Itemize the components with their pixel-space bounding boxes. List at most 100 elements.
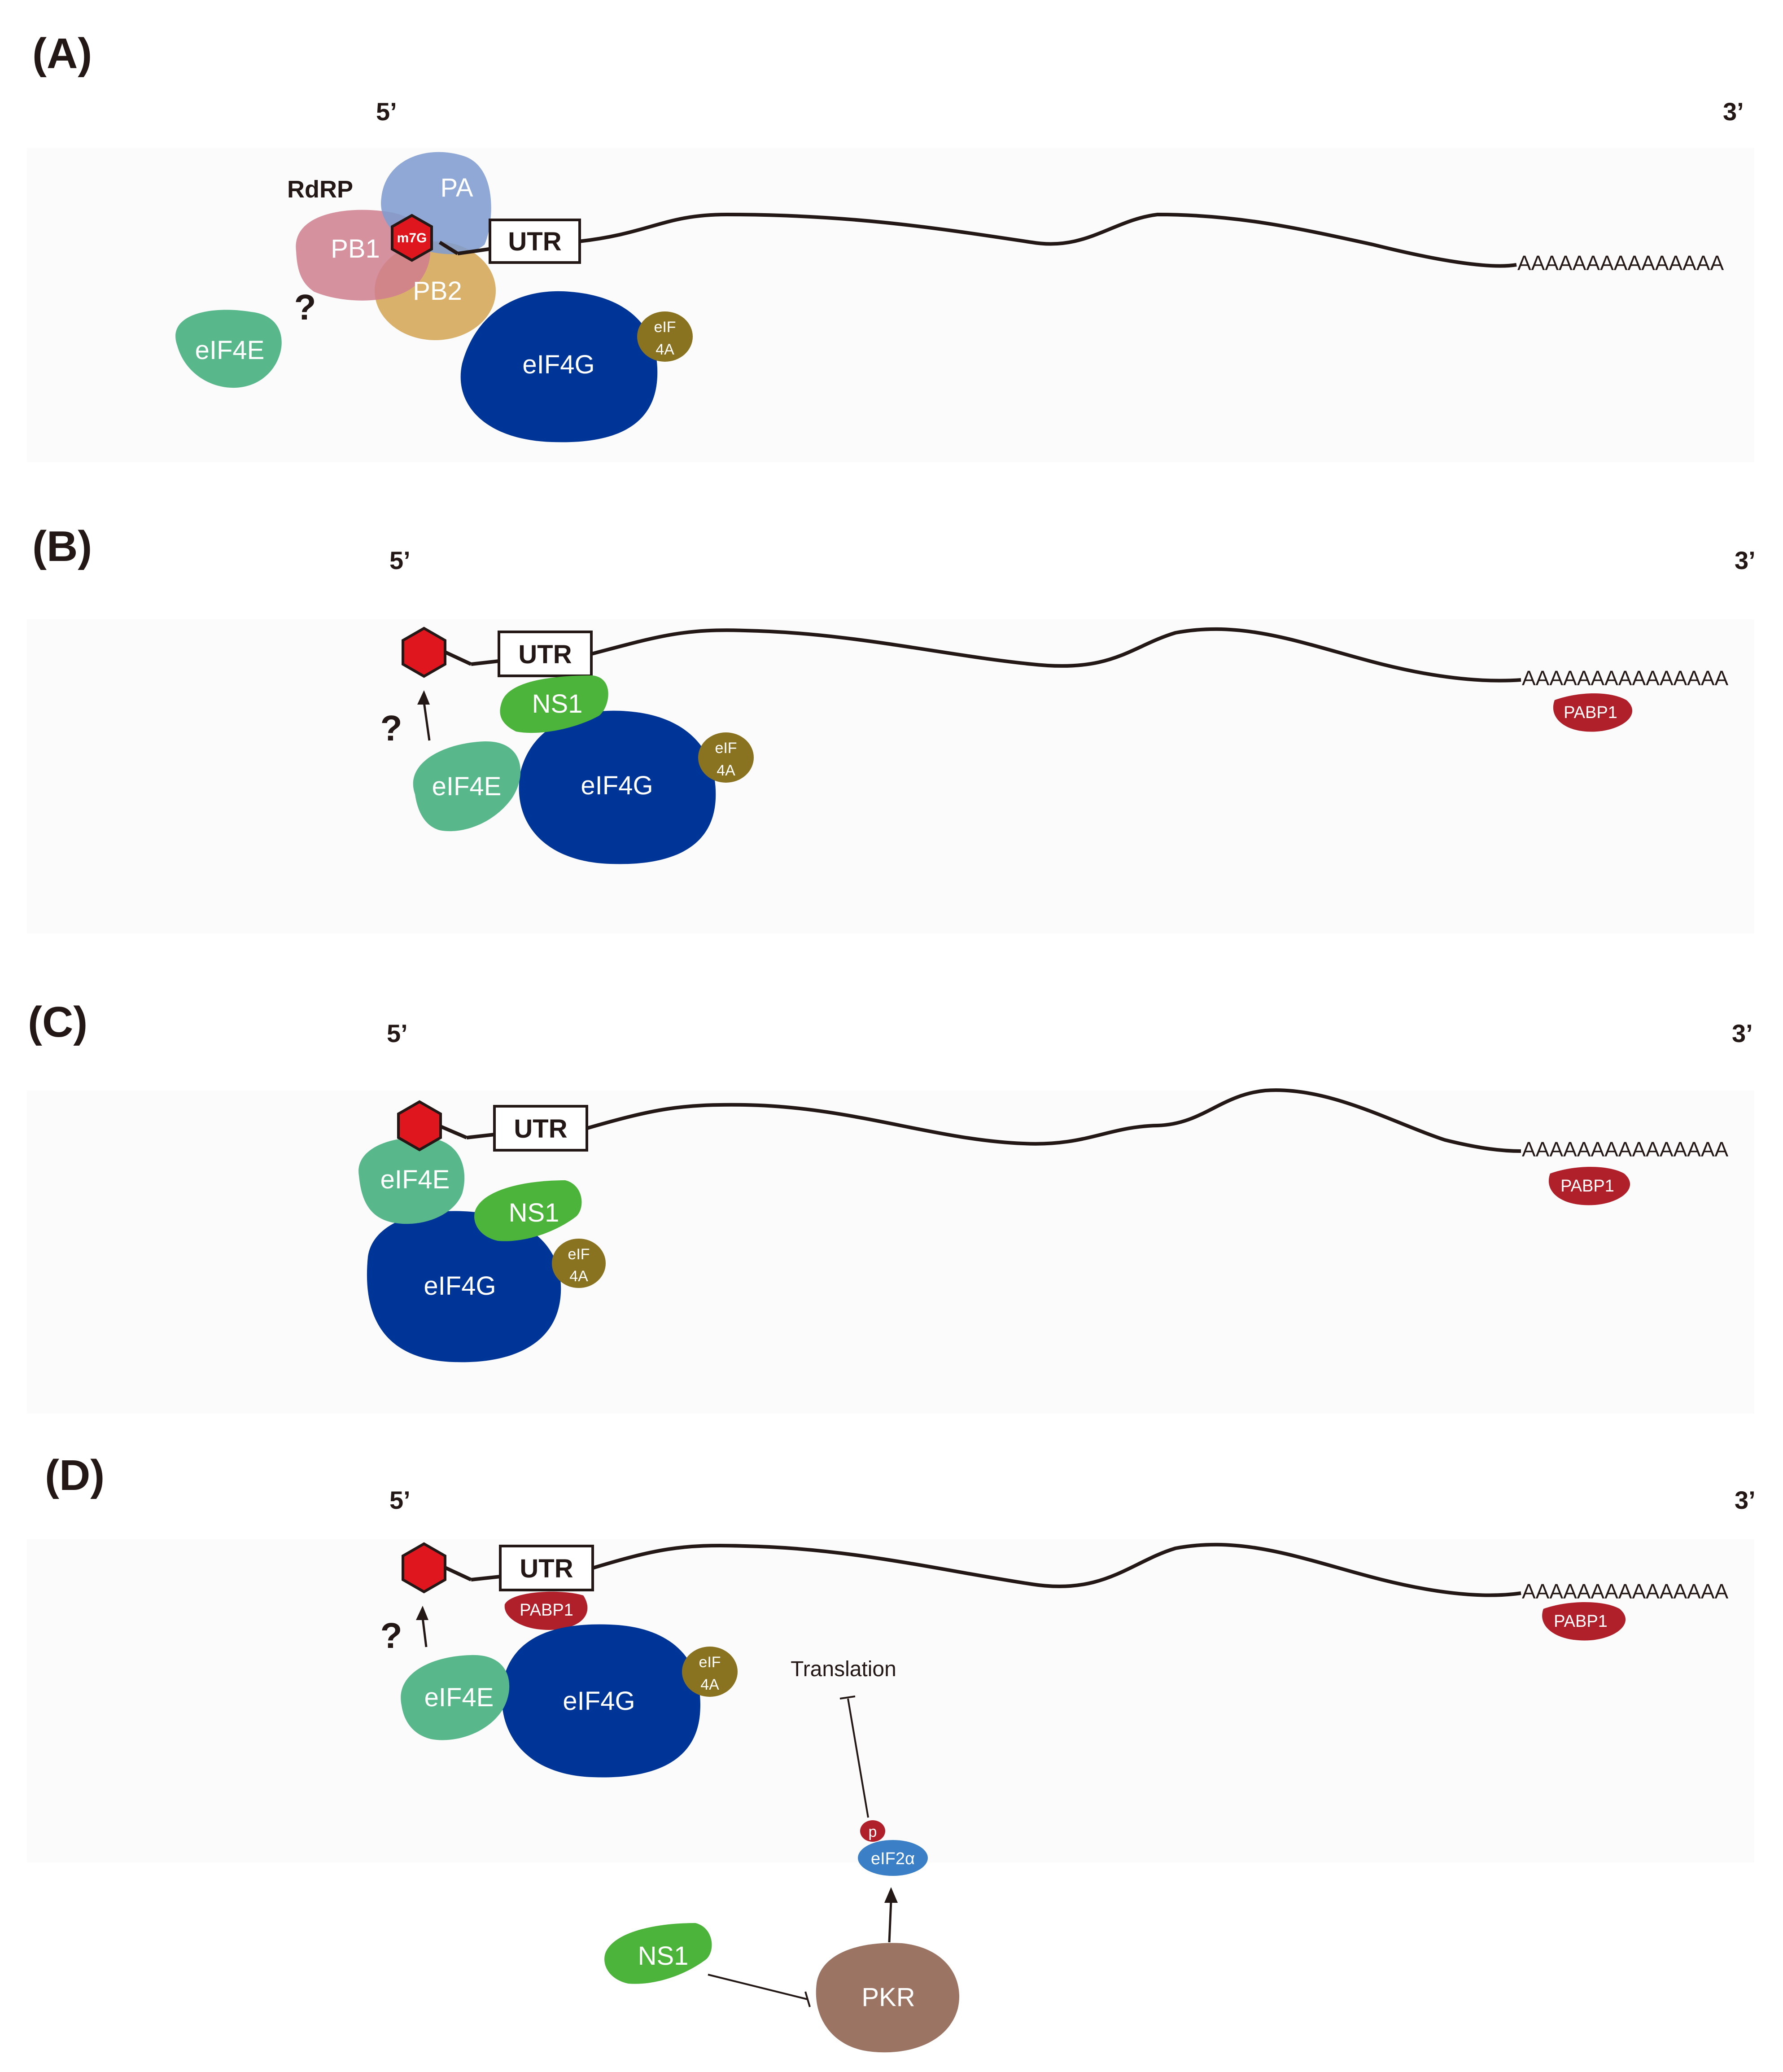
panel-d-eif4e-shape: [401, 1655, 510, 1740]
panel-c-utr-label: UTR: [514, 1114, 567, 1143]
panel-a-five-prime: 5’: [376, 97, 397, 126]
panel-a-rdrp-label: RdRP: [287, 176, 353, 203]
panel-a-m7g-cap-icon: [391, 214, 433, 262]
panel-a-pb2-label: PB2: [413, 276, 462, 306]
panel-c-five-prime: 5’: [387, 1019, 408, 1047]
panel-a-m7g-label: m7G: [397, 231, 427, 245]
panel-d-eif2a-shape: [858, 1840, 928, 1876]
panel-a-eif4e-shape: [175, 310, 282, 388]
panel-a-label: (A): [32, 30, 92, 78]
panel-b-mrna-strand: [589, 627, 1521, 683]
panel-b: (B) 5’ 3’ AAAAAAAAAAAAAAA PABP1 UTR ? eI…: [32, 522, 1756, 864]
panel-d-question-mark: ?: [380, 1616, 402, 1656]
panel-d-label: (D): [45, 1451, 105, 1499]
panel-c-eif4a-label-line2: 4A: [569, 1268, 588, 1285]
panel-b-eif4a-shape: [698, 732, 754, 783]
panel-b-cap-link: [444, 650, 472, 666]
panel-b-eif4a-label-line2: 4A: [717, 762, 735, 779]
panel-a-utr-box: [489, 219, 581, 264]
panel-a-utr-label: UTR: [508, 227, 561, 256]
panel-d-translation-label: Translation: [791, 1657, 896, 1681]
panel-a-pb1-label: PB1: [331, 234, 380, 263]
panel-d-arrowhead-icon: [416, 1606, 428, 1620]
panel-b-pabp1-label: PABP1: [1564, 703, 1617, 722]
panel-d-ns1-shape: [604, 1923, 712, 1984]
panel-a-cap-link: [438, 241, 459, 255]
panel-c-utr-box: [493, 1105, 588, 1152]
panel-d-eif4a-label-line2: 4A: [700, 1676, 719, 1693]
panel-b-cap-icon: [402, 626, 446, 678]
panel-b-ns1-label: NS1: [532, 689, 583, 718]
panel-a-eif4g-label: eIF4G: [522, 350, 594, 379]
panel-a-mrna-strand: [578, 212, 1517, 268]
panel-d-phospho-shape: [860, 1820, 885, 1842]
panel-b-pabp1-shape: [1553, 693, 1633, 732]
panel-c-mrna-strand: [585, 1088, 1521, 1153]
panel-c-polya-tail: AAAAAAAAAAAAAAA: [1522, 1138, 1729, 1161]
panel-b-polya-tail: AAAAAAAAAAAAAAA: [1522, 666, 1729, 690]
panel-c-pabp1-label: PABP1: [1560, 1177, 1614, 1196]
panel-c-cap-link: [440, 1125, 468, 1139]
panel-d-five-prime: 5’: [389, 1486, 411, 1514]
panel-a-background: [27, 148, 1754, 462]
panel-c-eif4a-label-line1: eIF: [568, 1246, 590, 1263]
panel-d-polya-tail: AAAAAAAAAAAAAAA: [1522, 1580, 1729, 1603]
panel-d-eif4g-shape: [502, 1624, 700, 1778]
panel-a-utr-link: [457, 247, 489, 255]
panel-d-cap-link: [444, 1566, 472, 1581]
panel-d-pkr-shape: [816, 1943, 960, 2053]
panel-c-background: [27, 1091, 1754, 1414]
panel-d-utr-link: [471, 1575, 501, 1581]
panel-a-eif4g-shape: [460, 291, 658, 442]
panel-a-three-prime: 3’: [1723, 97, 1744, 126]
panel-c-eif4e-shape: [358, 1137, 465, 1224]
panel-d-eif4a-shape: [682, 1647, 738, 1697]
panel-a-eif4a-shape: [637, 311, 693, 362]
panel-d-eif4e-label: eIF4E: [424, 1683, 494, 1712]
panel-a-eif4e-label: eIF4E: [195, 336, 265, 365]
panel-c-label: (C): [28, 998, 87, 1046]
panel-c-pabp1-shape: [1548, 1167, 1630, 1205]
panel-d-pkr-label: PKR: [861, 1983, 915, 2012]
panel-d-background: [27, 1539, 1754, 1862]
panel-c-three-prime: 3’: [1732, 1019, 1753, 1047]
panel-c-eif4e-label: eIF4E: [380, 1165, 450, 1194]
panel-b-eif4g-shape: [519, 710, 716, 864]
panel-c-utr-link: [466, 1133, 495, 1139]
panel-d-pkr-arrow: [888, 1900, 892, 1943]
panel-d-mrna-strand: [590, 1542, 1521, 1597]
panel-c-ns1-label: NS1: [509, 1198, 559, 1227]
panel-c: (C) 5’ 3’ AAAAAAAAAAAAAAA PABP1 eIF4G eI…: [28, 998, 1753, 1362]
panel-b-utr-link: [471, 659, 499, 666]
panel-d-translation-inhibition-line: [847, 1698, 869, 1818]
panel-d-pabp1-cap-shape: [504, 1591, 588, 1630]
panel-d-pabp1-tail-shape: [1542, 1602, 1626, 1641]
panel-a: (A) 5’ 3’ AAAAAAAAAAAAAAA eIF4E ? eIF4G …: [32, 30, 1744, 442]
panel-d-pkr-arrowhead-icon: [884, 1887, 898, 1903]
panel-d-cap-icon: [402, 1542, 446, 1594]
panel-a-polya-tail: AAAAAAAAAAAAAAA: [1517, 251, 1724, 275]
panel-d-eif2a-label: eIF2α: [871, 1849, 915, 1868]
panel-a-eif4a-label-line2: 4A: [656, 341, 674, 358]
panel-c-cap-icon: [397, 1100, 442, 1152]
panel-b-eif4a-label-line1: eIF: [715, 740, 737, 757]
panel-d-utr-label: UTR: [520, 1554, 573, 1583]
panel-d-eif4a-label-line1: eIF: [699, 1654, 721, 1671]
panel-d-pabp1-tail-label: PABP1: [1554, 1612, 1608, 1631]
panel-b-utr-box: [498, 631, 593, 677]
panel-c-eif4a-shape: [552, 1239, 606, 1288]
panel-d-utr-box: [499, 1545, 594, 1591]
panel-c-ns1-shape: [474, 1180, 582, 1241]
panel-b-utr-label: UTR: [518, 640, 572, 669]
panel-b-arrowhead-icon: [417, 690, 430, 705]
panel-b-question-mark: ?: [380, 708, 402, 748]
panel-b-label: (B): [32, 522, 92, 570]
panel-c-eif4g-shape: [367, 1211, 561, 1362]
panel-b-five-prime: 5’: [389, 546, 411, 574]
panel-c-eif4g-label: eIF4G: [424, 1271, 496, 1301]
panel-d-ns1-label: NS1: [638, 1941, 689, 1971]
panel-a-pa-label: PA: [440, 173, 473, 202]
panel-d-binding-arrow: [421, 1617, 428, 1647]
